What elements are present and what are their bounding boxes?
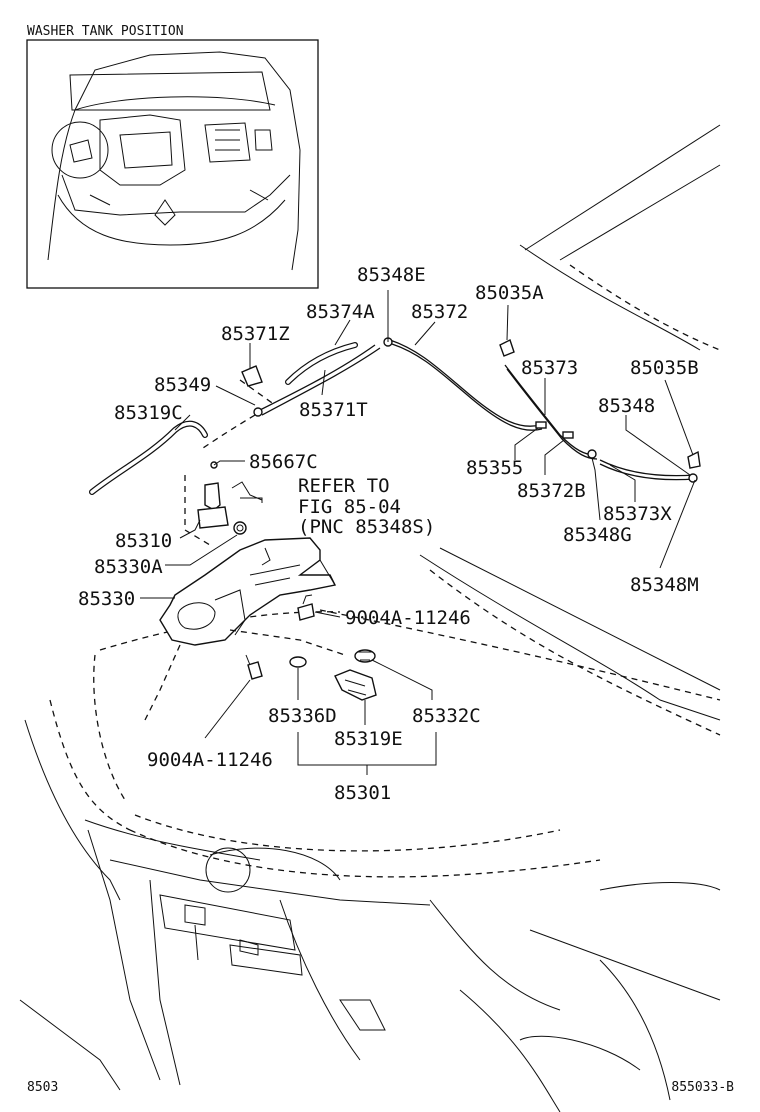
clip-85371Z bbox=[241, 365, 263, 387]
label-85355: 85355 bbox=[466, 457, 523, 479]
inset-washer-tank-position: WASHER TANK POSITION bbox=[26, 24, 319, 289]
label-85035B: 85035B bbox=[630, 357, 699, 379]
joint-85372B bbox=[562, 431, 574, 439]
seal-85332C bbox=[354, 649, 376, 663]
label-9004A-11246-upper: 9004A-11246 bbox=[345, 607, 471, 629]
label-85349: 85349 bbox=[154, 374, 211, 396]
label-85348: 85348 bbox=[598, 395, 655, 417]
washer-tank-85330 bbox=[159, 537, 337, 646]
label-85330: 85330 bbox=[78, 588, 135, 610]
joint-85349 bbox=[253, 407, 263, 417]
refer-line-3: (PNC 85348S) bbox=[298, 516, 435, 538]
label-85667C: 85667C bbox=[249, 451, 318, 473]
bolt-upper-9004A bbox=[297, 603, 315, 621]
refer-line-2: FIG 85-04 bbox=[298, 496, 401, 518]
label-85348M: 85348M bbox=[630, 574, 699, 596]
footer-figure-id: 855033-B bbox=[671, 1080, 734, 1095]
motor-85319E bbox=[334, 669, 377, 701]
refer-note: REFER TO FIG 85-04 (PNC 85348S) bbox=[298, 475, 435, 538]
joint-85348G bbox=[587, 449, 597, 459]
label-85372B: 85372B bbox=[517, 480, 586, 502]
label-85319C: 85319C bbox=[114, 402, 183, 424]
label-85373X: 85373X bbox=[603, 503, 672, 525]
vehicle-body-outline bbox=[19, 124, 721, 1112]
label-85301: 85301 bbox=[334, 782, 391, 804]
hose-assembly bbox=[89, 337, 701, 546]
label-85371T: 85371T bbox=[299, 399, 368, 421]
clip-85035B bbox=[687, 450, 701, 469]
inset-frame bbox=[26, 39, 319, 289]
label-85330A: 85330A bbox=[94, 556, 163, 578]
label-85348E: 85348E bbox=[357, 264, 426, 286]
washer-pump-85310 bbox=[204, 482, 221, 511]
label-85373: 85373 bbox=[521, 357, 578, 379]
label-85035A: 85035A bbox=[475, 282, 544, 304]
inset-title: WASHER TANK POSITION bbox=[27, 24, 184, 39]
label-9004A-11246-lower: 9004A-11246 bbox=[147, 749, 273, 771]
inset-engine-bay-sketch bbox=[47, 51, 301, 271]
joint-85348M bbox=[688, 473, 698, 483]
label-85332C: 85332C bbox=[412, 705, 481, 727]
joint-85355 bbox=[535, 421, 547, 429]
label-85374A: 85374A bbox=[306, 301, 375, 323]
label-85310: 85310 bbox=[115, 530, 172, 552]
label-85371Z: 85371Z bbox=[221, 323, 290, 345]
label-85319E: 85319E bbox=[334, 728, 403, 750]
leader-lines bbox=[140, 290, 696, 775]
bolt-lower-9004A bbox=[247, 661, 263, 680]
washer-pump-and-tank bbox=[144, 461, 377, 721]
clip-85035A bbox=[499, 339, 515, 357]
ring-85336D bbox=[289, 656, 307, 668]
label-85348G: 85348G bbox=[563, 524, 632, 546]
footer-page-code: 8503 bbox=[27, 1080, 58, 1095]
refer-line-1: REFER TO bbox=[298, 475, 390, 497]
part-labels: 85348E 85374A 85372 85035A 85371Z 85349 … bbox=[78, 264, 699, 804]
grommet-85330A bbox=[233, 521, 247, 535]
label-85372: 85372 bbox=[411, 301, 468, 323]
label-85336D: 85336D bbox=[268, 705, 337, 727]
